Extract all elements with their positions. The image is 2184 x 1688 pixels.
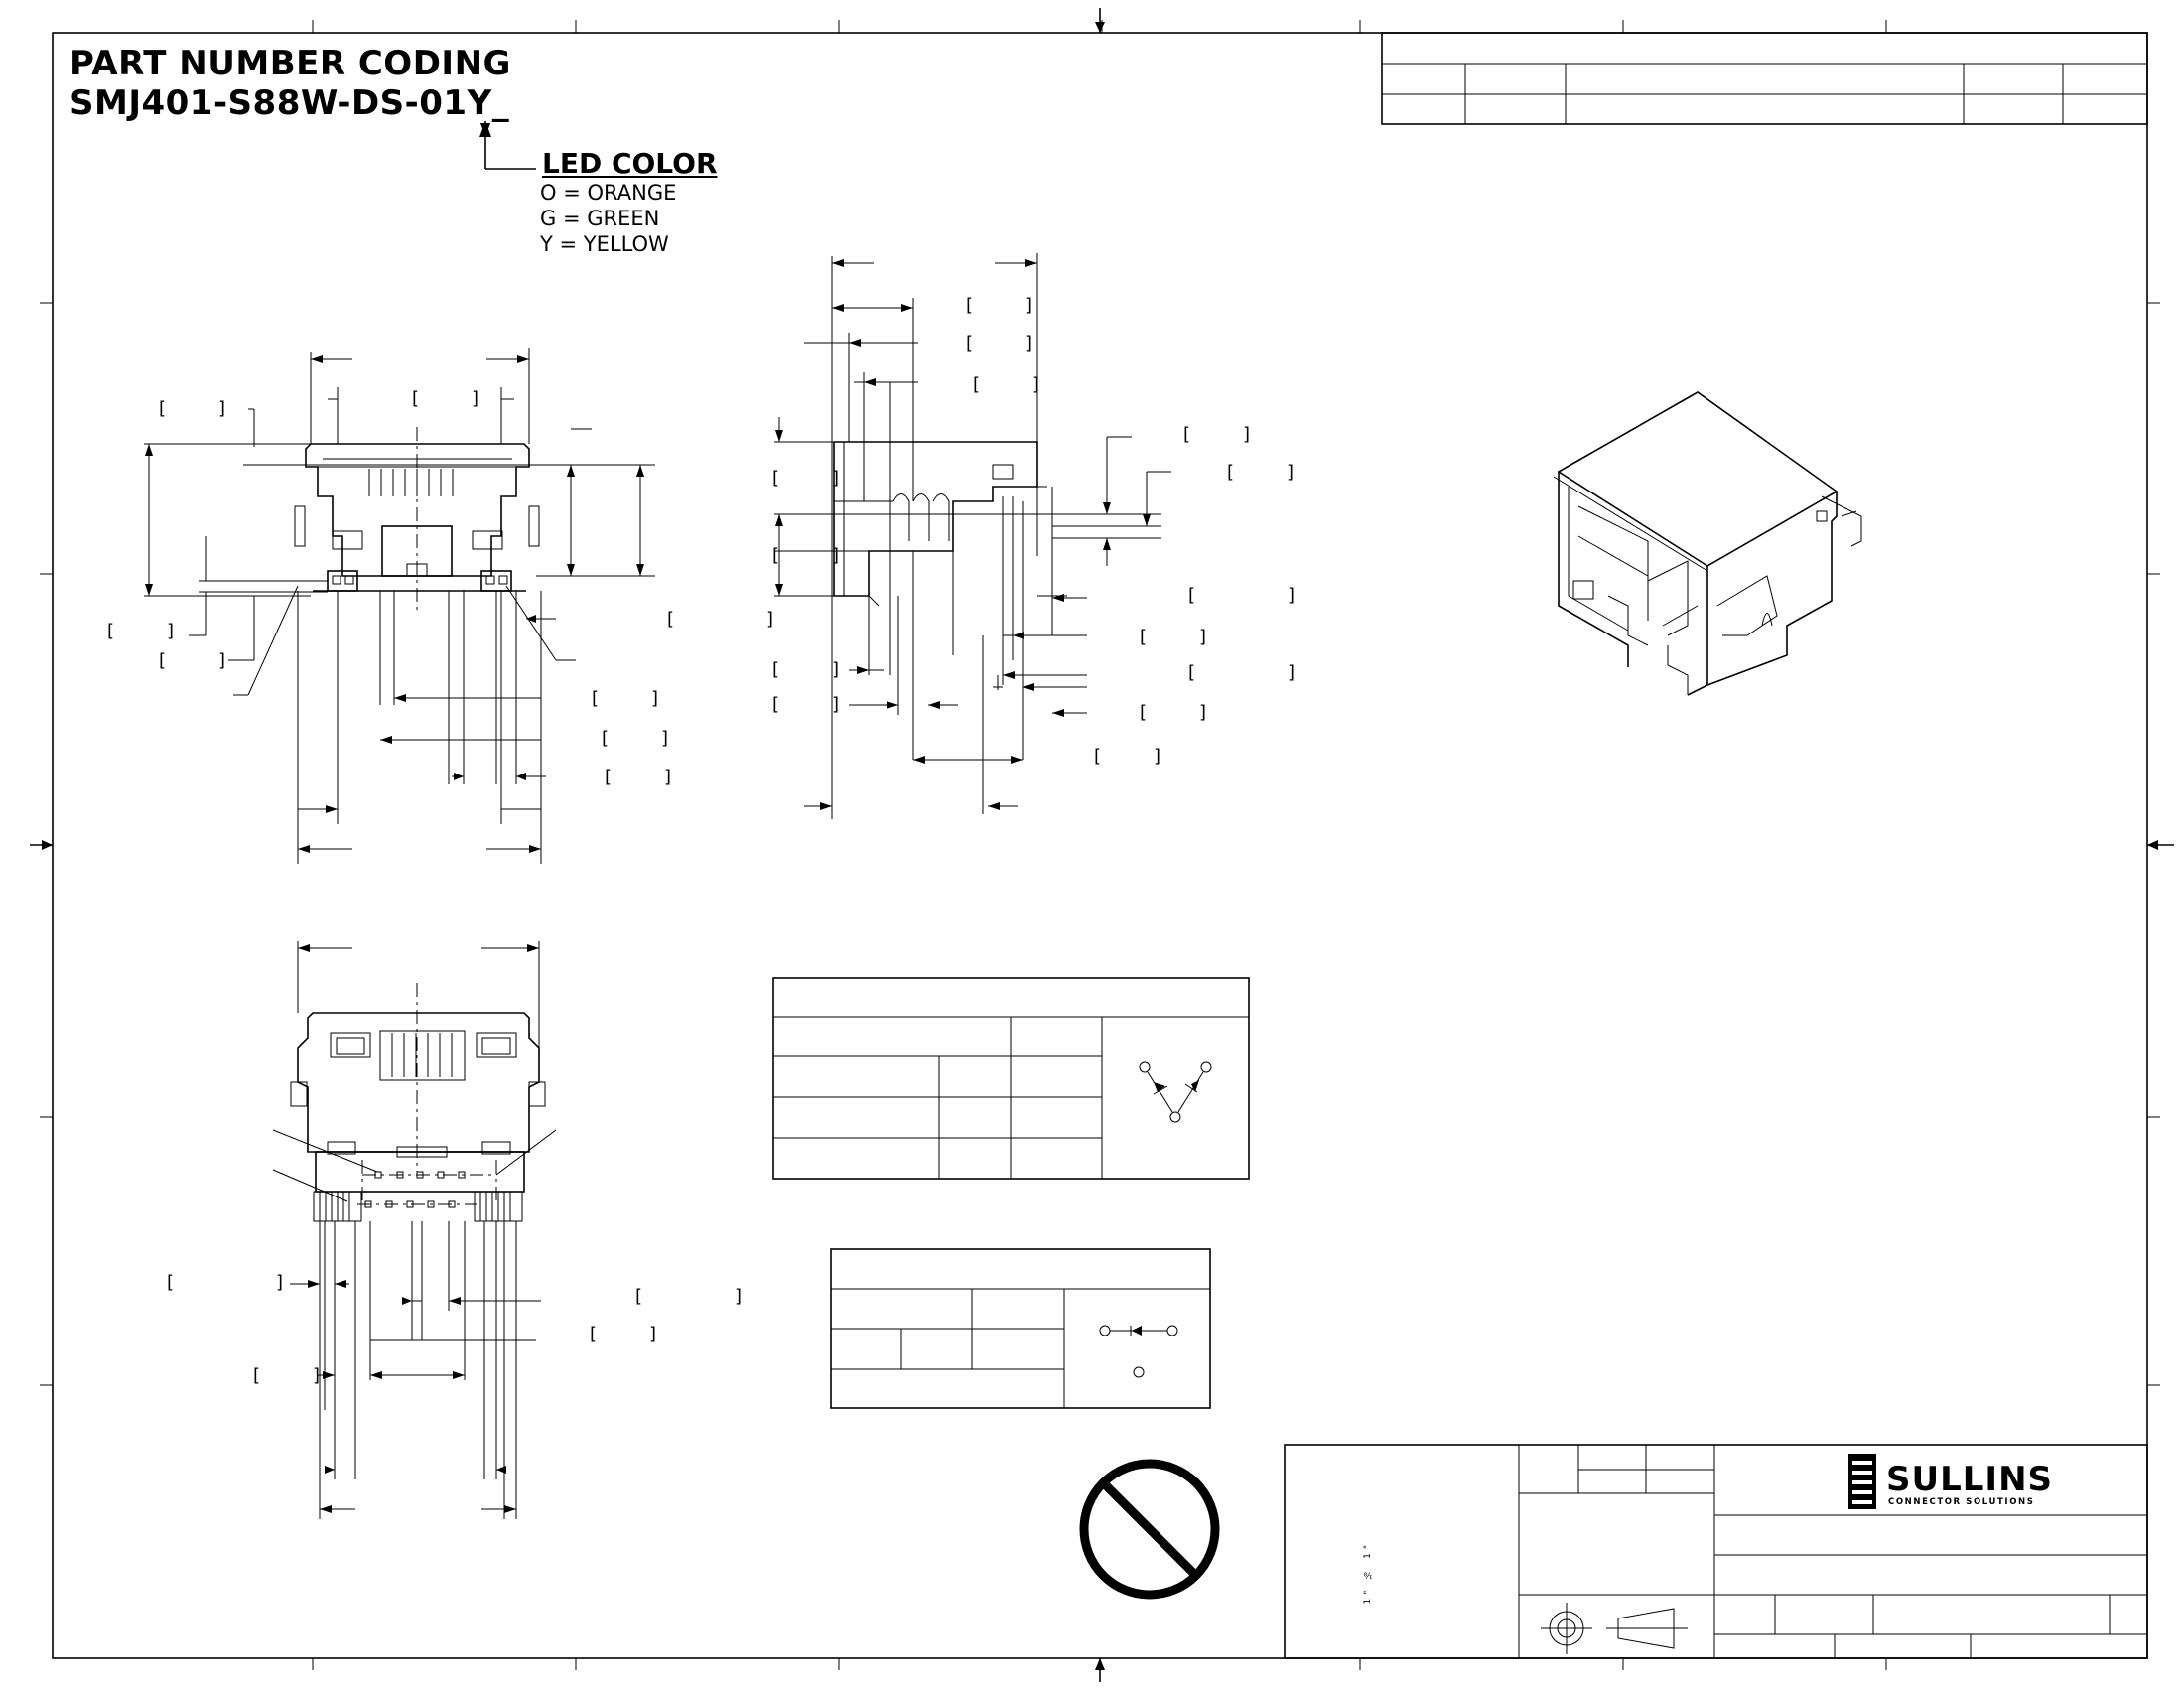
dimension-bracket-close: ] xyxy=(218,650,226,671)
dimension-bracket-open: [ xyxy=(966,295,974,316)
led-option-orange: O = ORANGE xyxy=(540,181,677,205)
isometric-view xyxy=(1553,391,1862,696)
dimension-bracket-open: [ xyxy=(1188,662,1196,683)
title-block xyxy=(1284,1444,2148,1659)
dimension-bracket-close: ] xyxy=(313,1365,321,1386)
dimension-bracket-open: [ xyxy=(159,650,167,671)
dimension-bracket-close: ] xyxy=(832,694,840,715)
led-color-title: LED COLOR xyxy=(542,147,718,180)
dimension-bracket-close: ] xyxy=(1243,424,1251,445)
dimension-bracket-open: [ xyxy=(1183,424,1191,445)
dimension-bracket-close: ] xyxy=(664,767,672,787)
dimension-bracket-close: ] xyxy=(1199,702,1207,723)
pin-leads xyxy=(297,591,542,864)
dimension-bracket-open: [ xyxy=(1140,627,1148,647)
dimension-bracket-close: ] xyxy=(1154,746,1161,767)
dimension-bracket-open: [ xyxy=(602,728,610,749)
dimension-bracket-close: ] xyxy=(649,1324,657,1344)
dimension-bracket-open: [ xyxy=(167,1272,175,1293)
dimension-bracket-open: [ xyxy=(973,374,981,395)
bottom-view xyxy=(272,941,557,1519)
dimension-bracket-close: ] xyxy=(832,659,840,680)
revision-block xyxy=(1381,32,2148,125)
led-pointer xyxy=(479,121,536,170)
sheet-border xyxy=(30,8,2174,1682)
dimension-bracket-open: [ xyxy=(107,621,115,641)
dimension-bracket-open: [ xyxy=(1094,746,1102,767)
dimension-bracket-close: ] xyxy=(1288,585,1296,606)
dimension-bracket-close: ] xyxy=(1288,662,1296,683)
dimension-bracket-open: [ xyxy=(1188,585,1196,606)
dimension-bracket-open: [ xyxy=(635,1286,643,1307)
dimension-bracket-open: [ xyxy=(590,1324,598,1344)
dimension-bracket-close: ] xyxy=(1287,462,1295,483)
dimension-bracket-open: [ xyxy=(412,388,420,409)
dimension-bracket-close: ] xyxy=(766,609,774,630)
dimension-bracket-close: ] xyxy=(1032,374,1040,395)
led-table-b xyxy=(830,1248,1211,1409)
dimension-bracket-open: [ xyxy=(605,767,613,787)
dimension-bracket-open: [ xyxy=(772,468,780,489)
dimension-bracket-close: ] xyxy=(218,398,226,419)
dimension-bracket-close: ] xyxy=(167,621,175,641)
bottom-fingers xyxy=(391,1033,453,1077)
dimension-bracket-open: [ xyxy=(592,688,600,709)
title-block-note: 1" ⅛ 1" xyxy=(1363,1541,1373,1605)
part-number-coding-title: PART NUMBER CODING xyxy=(69,44,511,83)
prohibited-icon xyxy=(1079,1459,1220,1600)
dimension-bracket-open: [ xyxy=(772,659,780,680)
dimension-bracket-close: ] xyxy=(735,1286,743,1307)
bottom-comb-right xyxy=(474,1191,523,1222)
bottom-comb-left xyxy=(313,1191,362,1222)
dimension-bracket-open: [ xyxy=(772,694,780,715)
dimension-bracket-open: [ xyxy=(772,545,780,566)
dimension-bracket-open: [ xyxy=(253,1365,261,1386)
part-number: SMJ401-S88W-DS-01Y_ xyxy=(69,83,510,123)
dimension-bracket-open: [ xyxy=(667,609,675,630)
dimension-bracket-open: [ xyxy=(1140,702,1148,723)
led-table-a xyxy=(772,977,1250,1180)
brand-logo-tagline: CONNECTOR SOLUTIONS xyxy=(1888,1497,2035,1507)
contact-fingers xyxy=(368,469,454,496)
dimension-bracket-close: ] xyxy=(651,688,659,709)
led-option-green: G = GREEN xyxy=(540,207,660,230)
led-option-yellow: Y = YELLOW xyxy=(540,232,669,256)
side-view xyxy=(774,253,1171,819)
dimension-bracket-close: ] xyxy=(1199,627,1207,647)
dimension-bracket-open: [ xyxy=(1227,462,1235,483)
bottom-pin-dots xyxy=(364,1171,466,1208)
dimension-bracket-close: ] xyxy=(832,545,840,566)
dimension-bracket-close: ] xyxy=(1025,295,1033,316)
dimension-bracket-close: ] xyxy=(1025,333,1033,353)
dimension-bracket-close: ] xyxy=(472,388,479,409)
dimension-bracket-close: ] xyxy=(276,1272,284,1293)
dimension-bracket-open: [ xyxy=(159,398,167,419)
dimension-bracket-open: [ xyxy=(966,333,974,353)
dimension-bracket-close: ] xyxy=(832,468,840,489)
brand-logo-name: SULLINS xyxy=(1886,1460,2054,1499)
dimension-bracket-close: ] xyxy=(661,728,669,749)
front-view xyxy=(144,348,655,864)
